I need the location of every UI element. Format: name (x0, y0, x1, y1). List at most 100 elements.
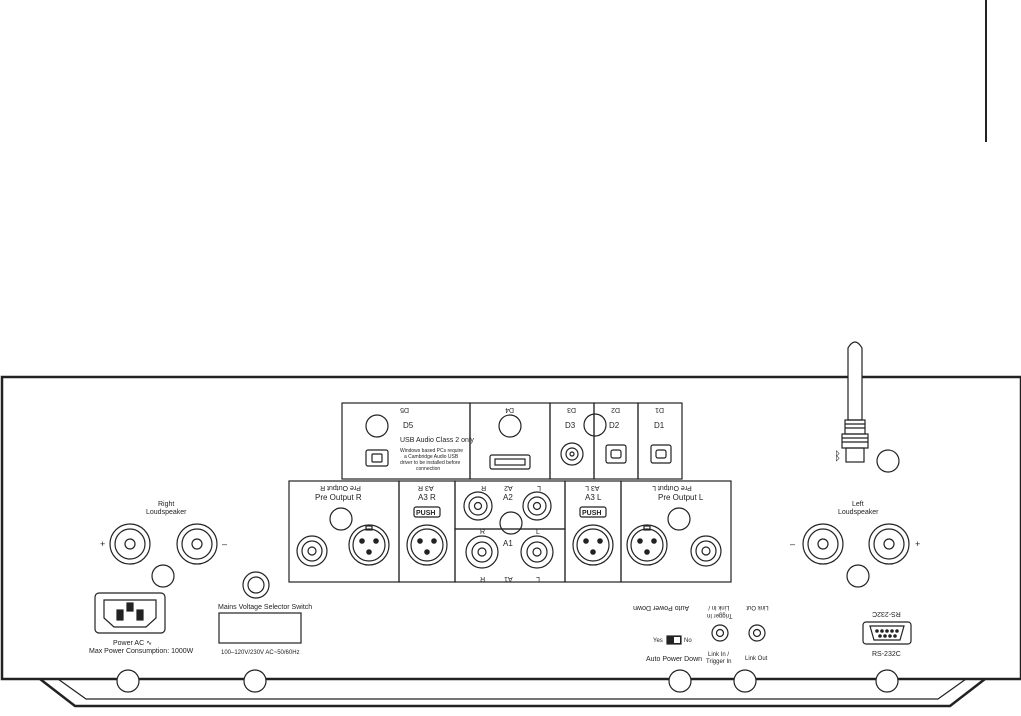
d5-usb-class: USB Audio Class 2 only (400, 437, 474, 444)
auto-power-down: Auto Power Down Yes No Auto Power Down (633, 604, 702, 693)
mains-fuse (242, 571, 270, 599)
bluetooth-antenna: ᛒ (834, 341, 900, 473)
a2-l-mirror: L (537, 484, 541, 491)
chassis-outline (0, 375, 1021, 681)
d1-label: D1 (654, 421, 665, 430)
link-in-line1: Link In / (708, 652, 729, 658)
analog-section: Pre Output R Pre Output R A3 R A3 R PUSH… (288, 480, 732, 583)
a3l-xlr (572, 524, 614, 566)
right-speaker-minus: – (222, 539, 227, 549)
chassis (0, 375, 1021, 708)
callout-left-speaker (846, 564, 870, 588)
left-speaker-title2: Loudspeaker (838, 509, 879, 516)
callout-antenna (876, 449, 900, 473)
hdmi-port (489, 454, 531, 470)
callout-right-speaker (151, 564, 175, 588)
usb-b-port (365, 449, 389, 467)
right-speaker-plus: + (100, 539, 105, 549)
antenna-base (845, 447, 865, 463)
chassis-foot-inner (57, 678, 967, 700)
power-inlet: Power AC ∿ Max Power Consumption: 1000W (89, 592, 194, 693)
mains-voltage-selector: Mains Voltage Selector Switch 100–120V/2… (218, 571, 312, 693)
d5-note-line4: connection (416, 466, 440, 472)
a2-mirror: A2 (504, 484, 513, 491)
antenna-nut (841, 433, 869, 449)
a1-label: A1 (503, 539, 513, 548)
a2-r-mirror: R (481, 484, 486, 491)
callout-d3 (583, 413, 607, 437)
auto-power-no: No (684, 638, 692, 644)
callout-auto-power (668, 669, 692, 693)
a1-mirror: A1 (504, 575, 513, 582)
a1-l: L (536, 529, 540, 536)
pre-out-r-rca (296, 535, 328, 567)
callout-analog (499, 511, 523, 535)
link-in-line2: Trigger In (706, 659, 731, 665)
link-in-mirror1: Link In / (708, 604, 729, 610)
left-speaker-title1: Left (852, 501, 864, 508)
d2-label: D2 (609, 421, 620, 430)
right-terminal-minus (176, 523, 218, 565)
d2-box (593, 402, 639, 480)
callout-d5 (365, 414, 389, 438)
power-label: Power AC ∿ (113, 640, 152, 647)
power-consumption: Max Power Consumption: 1000W (89, 648, 194, 655)
auto-power-yes: Yes (653, 638, 663, 644)
a1-r-mirror: R (480, 575, 485, 582)
mains-range: 100–120V/230V AC~50/60Hz (221, 650, 300, 656)
auto-power-mirror: Auto Power Down (633, 604, 689, 611)
coaxial-port (560, 442, 584, 466)
a1-l-mirror: L (536, 575, 540, 582)
rs232-shell (862, 621, 912, 645)
pre-out-l-label: Pre Output L (658, 493, 704, 502)
d3-box (549, 402, 595, 480)
d3-label: D3 (565, 421, 576, 430)
pre-out-r-label: Pre Output R (315, 493, 362, 502)
callout-d4 (498, 414, 522, 438)
right-speaker-title2: Loudspeaker (146, 509, 187, 516)
d3-mirror-label: D3 (567, 406, 576, 413)
left-speaker-minus: – (790, 539, 795, 549)
link-in-jack (711, 624, 729, 642)
a1-rca-l (520, 535, 554, 569)
right-loudspeaker: Right Loudspeaker + – (100, 501, 227, 588)
link-out: Link Out Link Out (745, 604, 769, 662)
a2-rca-l (522, 491, 552, 521)
link-out-jack (748, 624, 766, 642)
callout-pre-out-r (329, 507, 353, 531)
d1-box (637, 402, 683, 480)
right-speaker-title1: Right (158, 501, 174, 508)
digital-inputs: D5 D5 USB Audio Class 2 only Windows bas… (341, 402, 683, 480)
a3r-push: PUSH (416, 510, 435, 517)
a1-r: R (480, 529, 485, 536)
optical-port-d2 (605, 444, 627, 464)
link-in-mirror2: Trigger In (707, 612, 732, 618)
d4-box (469, 402, 551, 480)
left-speaker-plus: + (915, 539, 920, 549)
link-in-trigger: Link In / Trigger In Link In / Trigger I… (706, 604, 757, 693)
antenna-hinge (844, 419, 866, 435)
callout-pre-out-l (667, 507, 691, 531)
optical-port-d1 (650, 444, 672, 464)
d5-label: D5 (403, 421, 414, 430)
a2-label: A2 (503, 493, 513, 502)
a1-rca-r (465, 535, 499, 569)
rs232-label: RS-232C (872, 651, 901, 658)
d5-note-line1: Windows based PCs require (400, 448, 463, 454)
d5-note-line2: a Cambridge Audio USB (404, 454, 459, 460)
a1-box (454, 528, 566, 583)
pre-out-l-box (620, 480, 732, 583)
d1-mirror-label: D1 (655, 406, 664, 413)
chassis-foot (39, 678, 986, 708)
auto-power-label: Auto Power Down (646, 656, 702, 663)
a3r-mirror: A3 R (418, 484, 434, 491)
a3r-push-tab (413, 506, 441, 518)
left-terminal-minus (802, 523, 844, 565)
callout-mains (243, 669, 267, 693)
rs232-mirror: RS-232C (872, 610, 901, 617)
a3l-mirror: A3 L (585, 484, 600, 491)
antenna-rod (847, 341, 863, 421)
left-loudspeaker: Left Loudspeaker – + (790, 501, 920, 588)
mains-title: Mains Voltage Selector Switch (218, 604, 312, 611)
a3r-xlr (406, 524, 448, 566)
